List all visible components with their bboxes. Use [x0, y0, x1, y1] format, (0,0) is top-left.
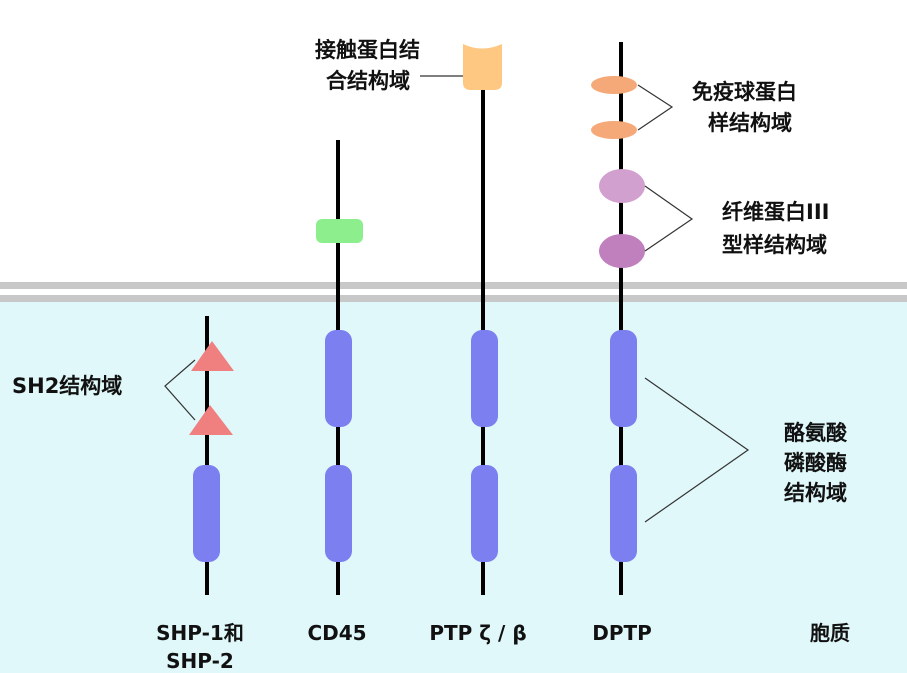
cd45-extracellular-domain — [316, 219, 363, 243]
ptp-label-line1: 酪氨酸 — [784, 421, 848, 445]
cytoplasm-region — [0, 300, 907, 673]
ptpzb-ptp-domain-2 — [471, 465, 498, 562]
membrane-line-lower — [0, 295, 907, 302]
cd45-ptp-domain-2 — [325, 465, 352, 562]
dptp-ptp-domain-2 — [610, 465, 637, 562]
contactin-label-line2: 合结构域 — [326, 69, 410, 93]
contactin-binding-domain — [463, 44, 502, 90]
ig-domain-1 — [591, 76, 637, 94]
ig-label-line1: 免疫球蛋白 — [692, 80, 797, 104]
dptp-ptp-domain-1 — [610, 330, 637, 427]
protein-cd45: CD45 — [307, 621, 366, 645]
ptpzb-ptp-domain-1 — [471, 330, 498, 427]
ptp-label-line3: 结构域 — [784, 481, 847, 505]
fn3-label-line2: 型样结构域 — [722, 233, 827, 257]
shp-ptp-domain — [193, 465, 220, 562]
protein-shp-line2: SHP-2 — [166, 649, 234, 673]
protein-dptp: DPTP — [592, 621, 652, 645]
sh2-bracket — [164, 359, 196, 421]
sh2-domain-2 — [189, 405, 233, 435]
fn3-domain-1 — [599, 169, 645, 203]
ptp-label-line2: 磷酸酶 — [784, 451, 847, 475]
fn3-domain-2 — [599, 234, 645, 268]
fn3-label-line1: 纤维蛋白III — [722, 200, 829, 224]
sh2-label: SH2结构域 — [12, 374, 122, 398]
ig-domain-2 — [591, 121, 637, 139]
contactin-label-line1: 接触蛋白结 — [315, 38, 420, 62]
protein-ptpzb: PTP ζ / β — [429, 621, 526, 645]
membrane-line-upper — [0, 282, 907, 289]
cd45-ptp-domain-1 — [325, 330, 352, 427]
ptp-bracket — [644, 377, 750, 523]
protein-shp-line1: SHP-1和 — [156, 621, 244, 645]
ig-label-line2: 样结构域 — [708, 111, 792, 135]
fn3-bracket — [644, 185, 694, 252]
ig-bracket — [637, 84, 674, 131]
sh2-domain-1 — [191, 341, 234, 371]
cytoplasm-label: 胞质 — [810, 621, 850, 645]
